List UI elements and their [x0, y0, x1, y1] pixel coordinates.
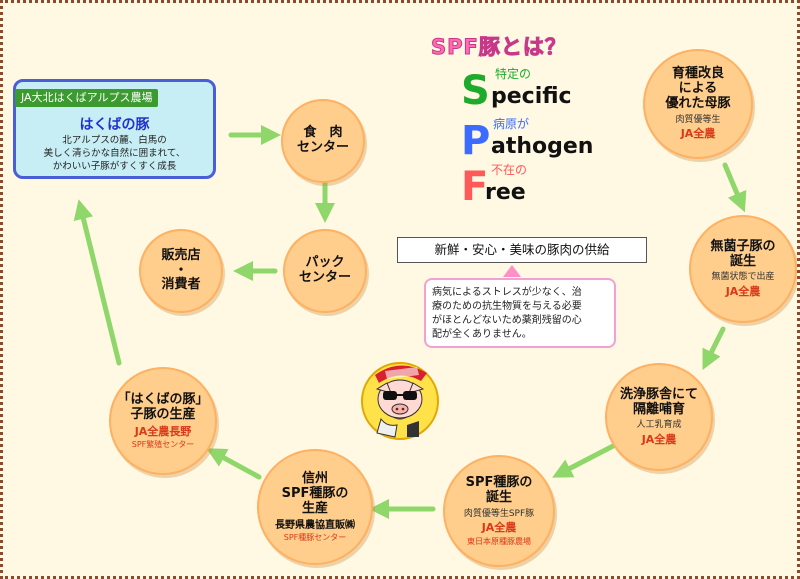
note-box: 病気によるストレスが少なく、治 療のための抗生物質を与える必要 がほとんどないた… [424, 278, 616, 348]
isolation-sub: 人工乳育成 [636, 420, 682, 431]
pathogen-word: athogen [491, 134, 594, 159]
node-pack-center: パック センター [283, 229, 367, 313]
breeding-sub: 肉質優等生 [675, 114, 721, 125]
spf-birth-org2: 東日本原種豚農場 [467, 536, 531, 546]
free-word: ree [485, 180, 526, 205]
piglet-org2: SPF繁殖センター [131, 440, 195, 450]
tagline-box: 新鮮・安心・美味の豚肉の供給 [397, 237, 647, 263]
spf-title: SPF豚とは？ [431, 35, 567, 60]
spf-free: F ree 不在の [461, 163, 551, 207]
breeding-org: JA全農 [680, 127, 716, 141]
meat-center-label: 食 肉 センター [296, 125, 349, 155]
germfree-label: 無菌子豚の 誕生 [710, 238, 776, 269]
free-letter: F [461, 164, 489, 210]
specific-word: pecific [491, 84, 572, 109]
isolation-label: 洗浄豚舎にて 隔離哺育 [619, 386, 698, 417]
farm-description: 北アルプスの麓、白馬の 美しく清らかな自然に囲まれて、 かわいい子豚がすくすく成… [43, 135, 186, 172]
arrow-piglet-to-farm [73, 199, 122, 366]
node-isolation: 洗浄豚舎にて 隔離哺育 人工乳育成 JA全農 [605, 363, 713, 471]
free-jp: 不在の [491, 163, 528, 177]
arrow-shinshu-to-piglet [206, 448, 262, 480]
farm-label: JA大北はくばアルプス農場 [15, 89, 159, 107]
arrow-isolation-to-spfbirth [552, 442, 618, 478]
pathogen-jp: 病原が [493, 117, 530, 131]
node-retail: 販売店 ・ 消費者 [139, 229, 223, 313]
pathogen-letter: P [461, 118, 491, 164]
germfree-sub: 無菌状態で出産 [711, 272, 775, 283]
breeding-label: 育種改良 による 優れた母豚 [665, 66, 731, 111]
shinshu-sub: 長野県農協直販㈱ [275, 519, 355, 531]
farm-title: はくばの豚 [79, 117, 150, 133]
node-piglet: 「はくばの豚」 子豚の生産 JA全農長野 SPF繁殖センター [109, 367, 217, 475]
spf-birth-sub: 肉質優等生SPF豚 [463, 508, 535, 519]
node-breeding: 育種改良 による 優れた母豚 肉質優等生 JA全農 [643, 49, 753, 159]
piglet-label: 「はくばの豚」 子豚の生産 [117, 391, 209, 422]
spf-specific: S pecific 特定の [461, 67, 591, 111]
arrow-germfree-to-isolation [702, 326, 726, 370]
spf-pathogen: P athogen 病原が [461, 117, 601, 161]
shinshu-label: 信州 SPF種豚の 生産 [281, 470, 349, 516]
node-meat-center: 食 肉 センター [281, 99, 365, 183]
note-pointer [503, 265, 521, 277]
pig-mascot-icon [361, 362, 439, 440]
isolation-org: JA全農 [641, 432, 677, 446]
shinshu-org2: SPF種豚センター [283, 533, 347, 543]
spf-birth-label: SPF種豚の 誕生 [465, 474, 533, 505]
arrow-breeding-to-germfree [722, 162, 747, 213]
germfree-org: JA全農 [725, 284, 761, 298]
flow-arrows [73, 125, 747, 519]
specific-letter: S [461, 68, 490, 114]
node-spf-birth: SPF種豚の 誕生 肉質優等生SPF豚 JA全農 東日本原種豚農場 [443, 455, 555, 567]
pack-center-label: パック センター [298, 255, 351, 285]
specific-jp: 特定の [495, 67, 532, 81]
spf-birth-org: JA全農 [481, 521, 517, 535]
node-germfree: 無菌子豚の 誕生 無菌状態で出産 JA全農 [689, 215, 797, 323]
piglet-org: JA全農長野 [134, 424, 192, 438]
retail-label: 販売店 ・ 消費者 [161, 247, 201, 293]
node-shinshu: 信州 SPF種豚の 生産 長野県農協直販㈱ SPF種豚センター [257, 449, 373, 565]
